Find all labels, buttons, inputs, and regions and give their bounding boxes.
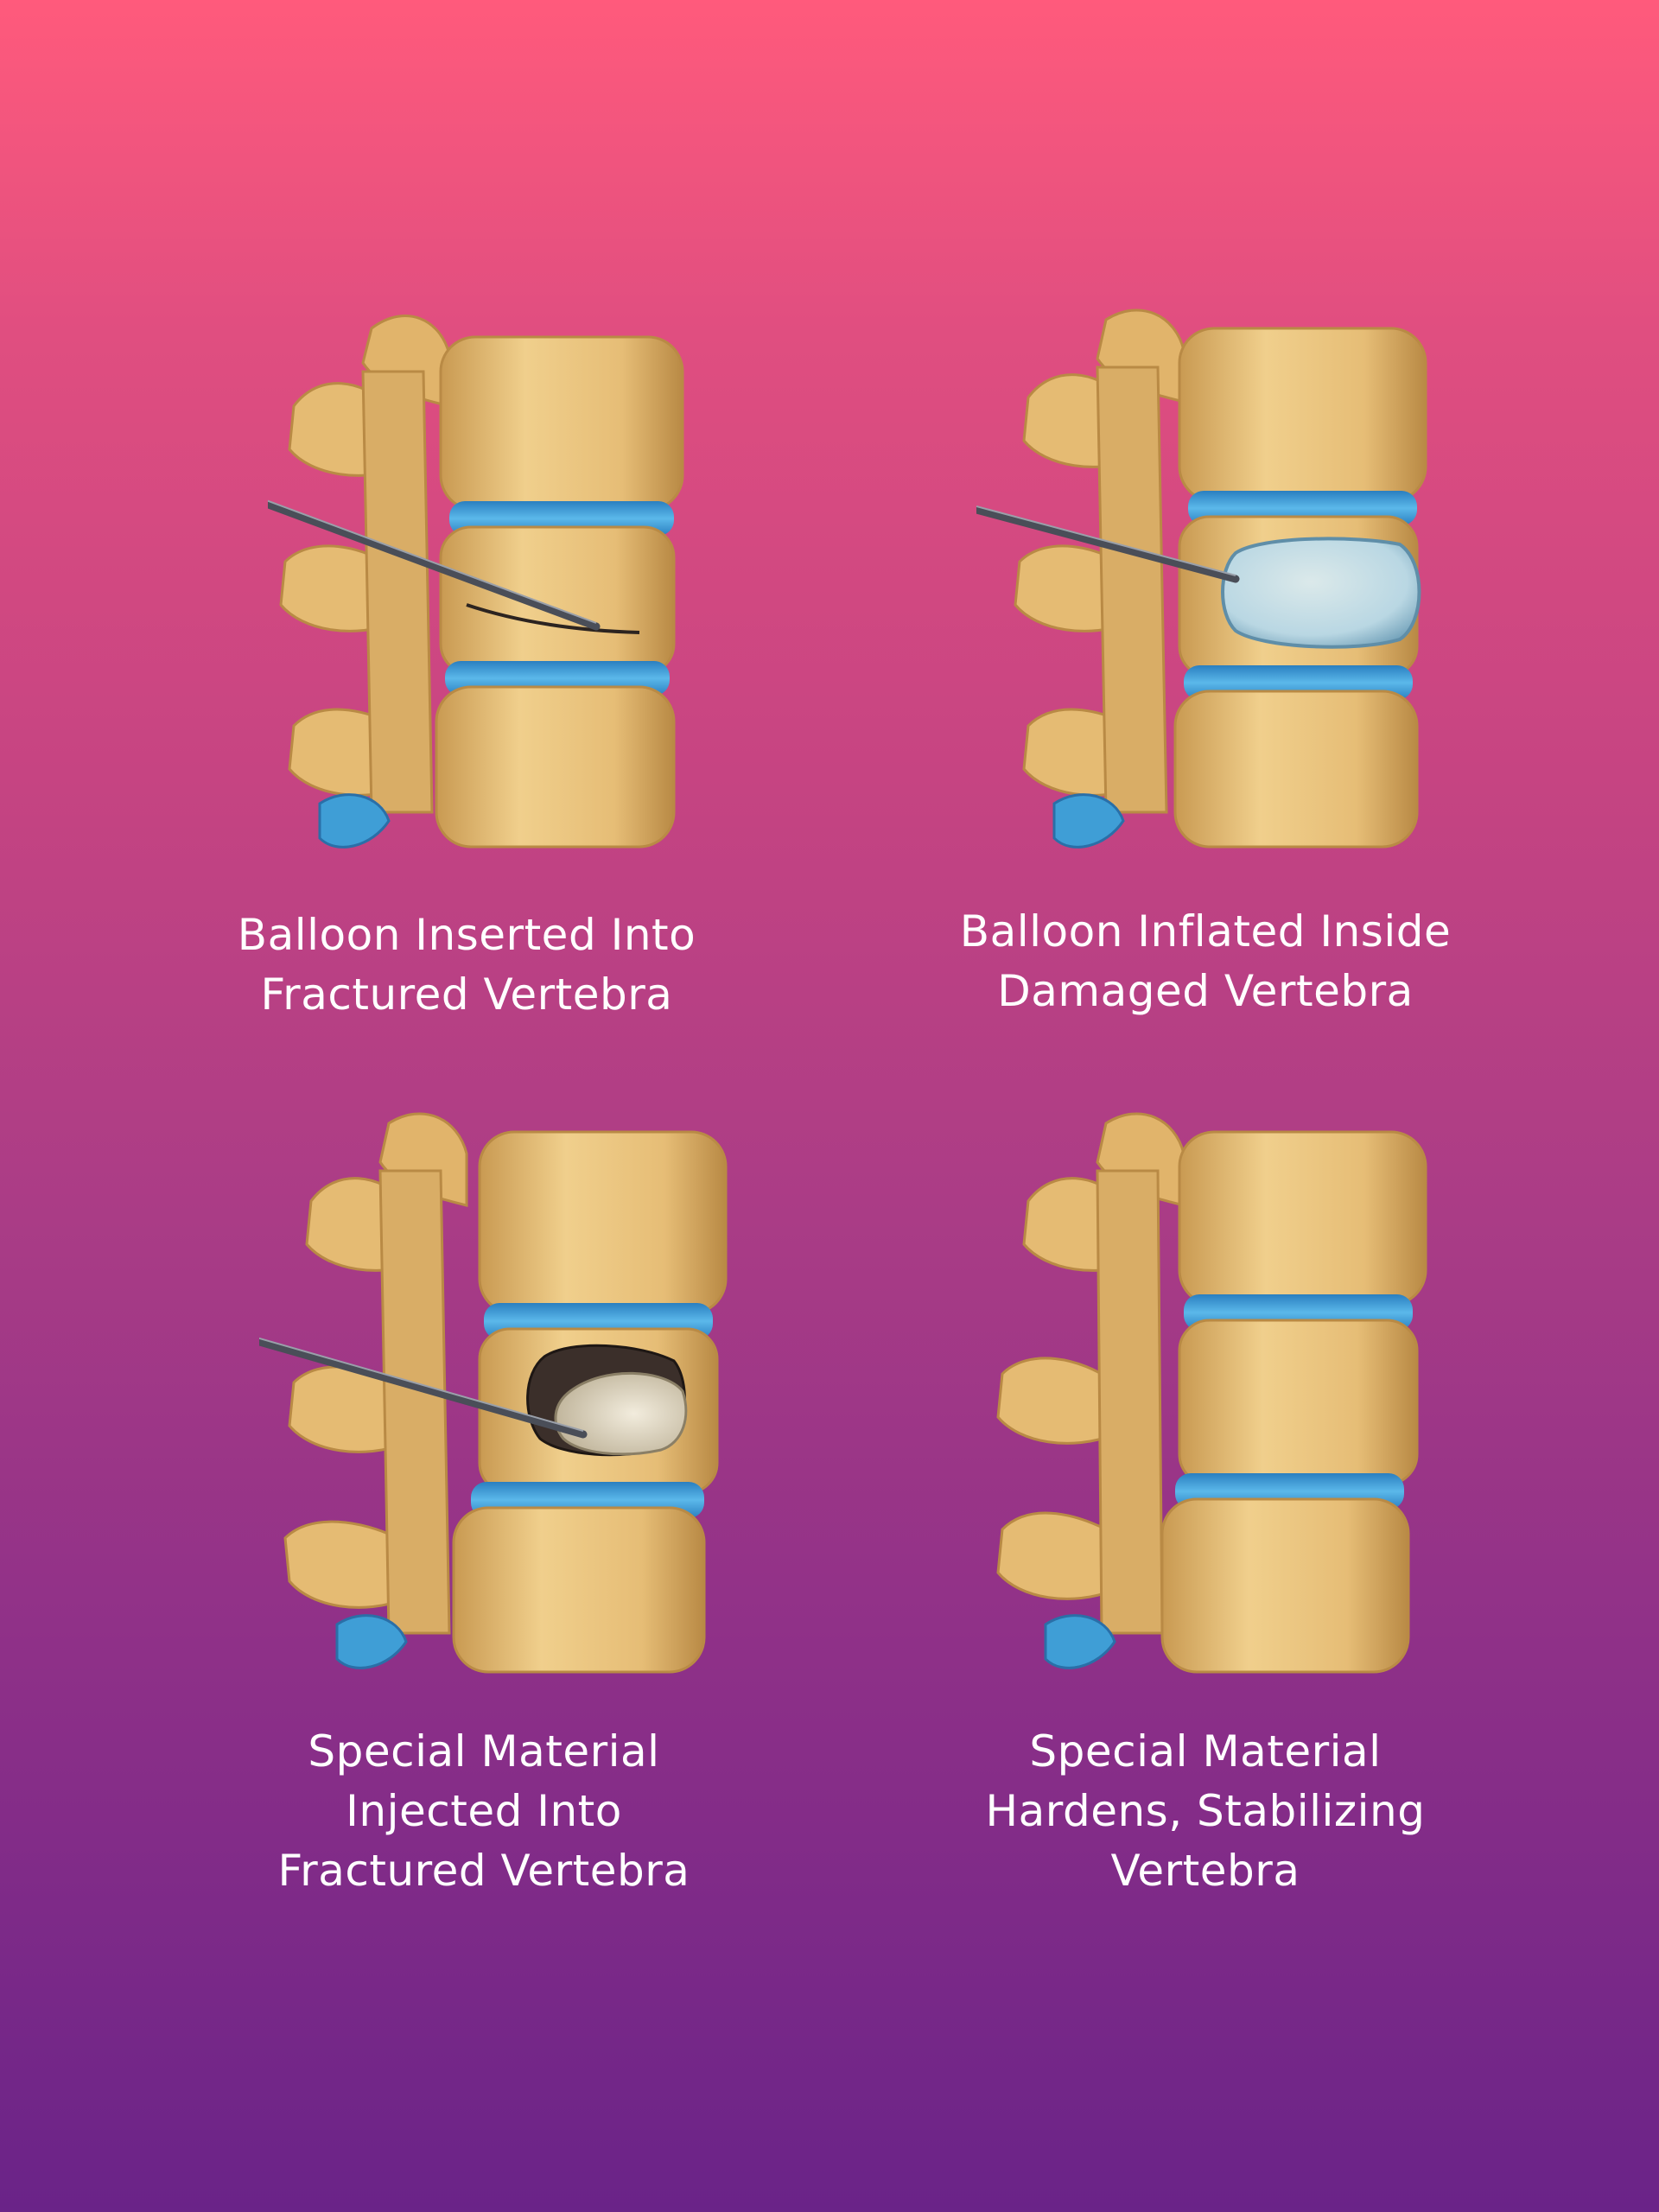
caption-line: Fractured Vertebra — [260, 969, 673, 1020]
caption-line: Special Material — [1029, 1726, 1382, 1777]
vertebra-illustration-4 — [968, 1097, 1452, 1685]
caption-line: Balloon Inflated Inside — [959, 906, 1452, 957]
caption-line: Damaged Vertebra — [997, 966, 1414, 1016]
vertebra-balloon-inflated-icon — [976, 308, 1427, 849]
vertebra-needle-inserted-icon — [268, 315, 684, 849]
caption-line: Balloon Inserted Into — [237, 910, 696, 960]
caption-line: Injected Into — [346, 1786, 622, 1836]
caption-line: Vertebra — [1110, 1846, 1300, 1896]
caption-line: Fractured Vertebra — [277, 1846, 690, 1896]
caption-line: Special Material — [308, 1726, 660, 1777]
caption-material-hardens: Special Material Hardens, Stabilizing Ve… — [925, 1722, 1486, 1901]
vertebra-illustration-3 — [259, 1097, 743, 1685]
caption-balloon-inflated: Balloon Inflated Inside Damaged Vertebra — [925, 902, 1486, 1021]
caption-balloon-inserted: Balloon Inserted Into Fractured Vertebra — [207, 906, 726, 1025]
vertebra-illustration-1 — [268, 294, 700, 864]
vertebra-illustration-2 — [976, 294, 1452, 864]
vertebra-stabilized-icon — [996, 1112, 1427, 1674]
caption-line: Hardens, Stabilizing — [985, 1786, 1426, 1836]
caption-material-injected: Special Material Injected Into Fractured… — [225, 1722, 743, 1901]
vertebra-cement-injected-icon — [259, 1112, 728, 1674]
